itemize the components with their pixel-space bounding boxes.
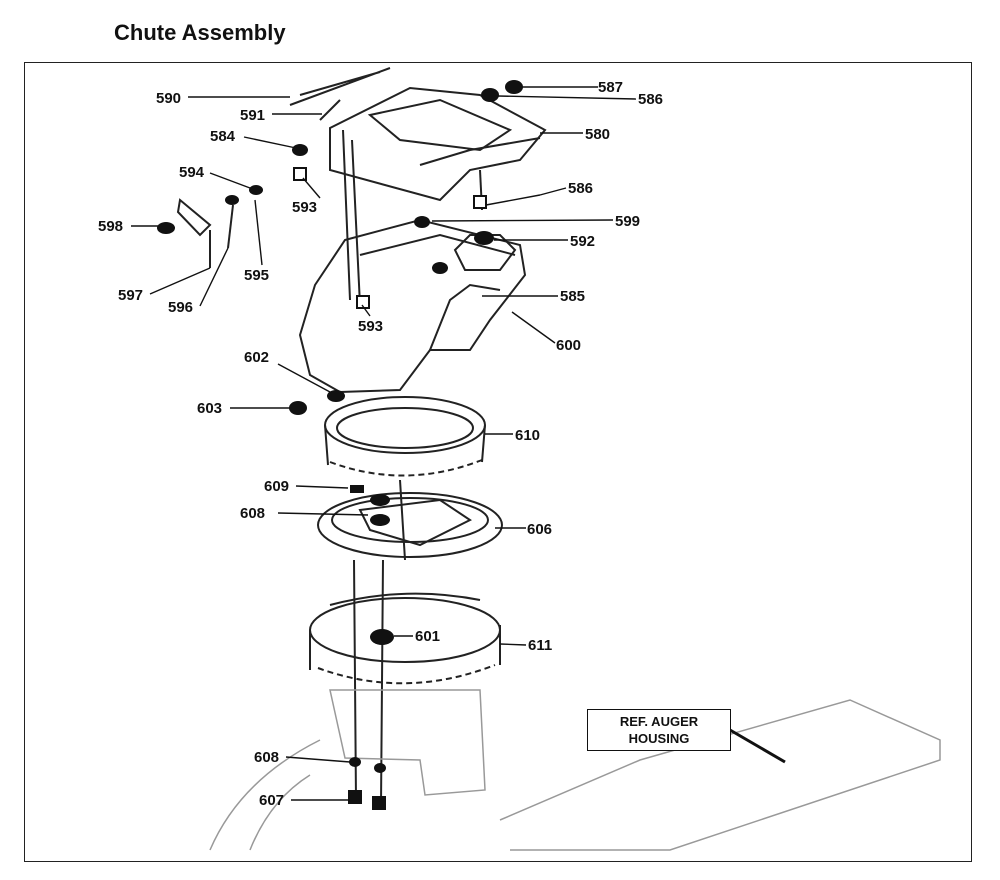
label-590: 590 [156, 90, 181, 107]
label-591: 591 [240, 107, 265, 124]
label-606: 606 [527, 521, 552, 538]
chute-body [298, 218, 527, 394]
label-593: 593 [292, 199, 317, 216]
auger-housing [499, 699, 941, 851]
label-586-lower: 586 [568, 180, 593, 197]
label-600: 600 [556, 337, 581, 354]
label-596: 596 [168, 299, 193, 316]
label-587: 587 [598, 79, 623, 96]
chute-plate-606 [317, 492, 503, 558]
ref-line-2: HOUSING [628, 731, 690, 746]
label-598: 598 [98, 218, 123, 235]
label-595: 595 [244, 267, 269, 284]
label-608: 608 [240, 505, 265, 522]
label-597: 597 [118, 287, 143, 304]
chute-ring-610 [324, 396, 486, 454]
ref-auger-housing-callout: REF. AUGER HOUSING [587, 709, 731, 751]
ref-line-1: REF. AUGER [619, 714, 699, 729]
label-602: 602 [244, 349, 269, 366]
chute-base-611 [309, 597, 501, 663]
label-586: 586 [638, 91, 663, 108]
label-608-lower: 608 [254, 749, 279, 766]
deflector-part [329, 86, 547, 202]
label-599: 599 [615, 213, 640, 230]
label-603: 603 [197, 400, 222, 417]
label-611: 611 [528, 637, 552, 654]
label-607: 607 [259, 792, 284, 809]
label-584: 584 [210, 128, 236, 145]
diagram-frame [24, 62, 972, 862]
label-593-lower: 593 [358, 318, 383, 335]
label-594: 594 [179, 164, 205, 181]
label-580: 580 [585, 126, 610, 143]
diagram-title: Chute Assembly [114, 20, 286, 45]
label-592: 592 [570, 233, 595, 250]
label-609: 609 [264, 478, 289, 495]
label-601: 601 [415, 628, 440, 645]
label-610: 610 [515, 427, 540, 444]
fastener-587 [505, 80, 523, 94]
label-585: 585 [560, 288, 585, 305]
